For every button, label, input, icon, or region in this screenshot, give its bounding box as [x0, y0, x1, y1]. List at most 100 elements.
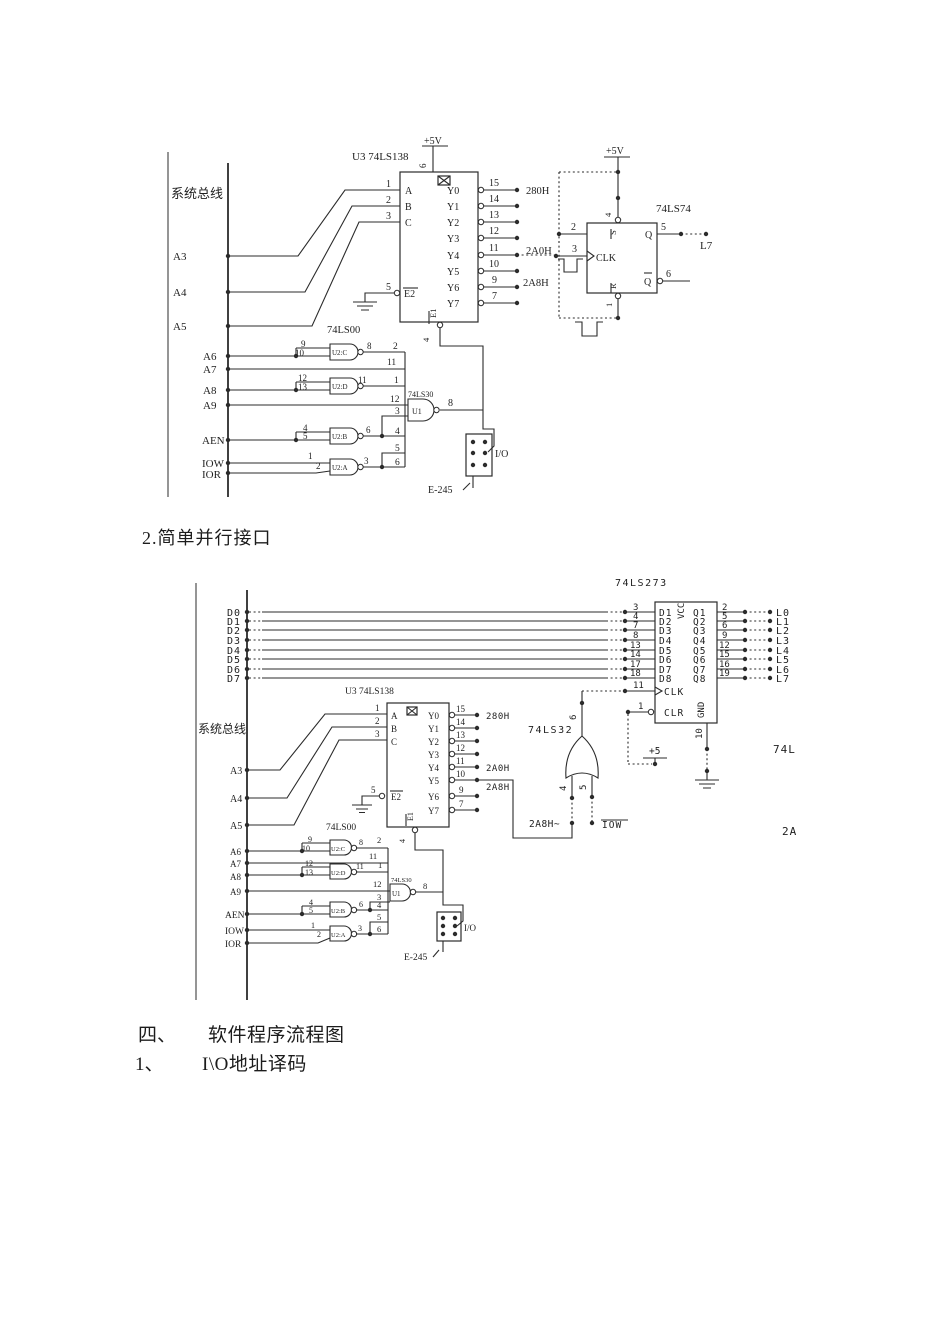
heading-section-2: 2.简单并行接口 [142, 528, 272, 548]
label-4: 4 [633, 612, 638, 622]
label-e1: E1 [406, 812, 415, 821]
junction-dot [244, 618, 250, 624]
junction-dot [482, 450, 488, 456]
label-10: 10 [295, 348, 305, 358]
inverter-bubble [448, 776, 456, 784]
label-280h: 280H [526, 186, 550, 197]
junction-dot [452, 923, 458, 929]
inverter-bubble [357, 463, 364, 471]
junction-dot [514, 300, 520, 306]
label-aen: AEN [225, 911, 245, 921]
junction-dot [244, 848, 250, 854]
junction-dot [589, 820, 595, 826]
inverter-bubble [448, 792, 456, 800]
label-y3: Y3 [447, 234, 459, 245]
junction-dot [767, 656, 773, 662]
label-13: 13 [489, 210, 499, 221]
label-74ls00: 74LS00 [326, 823, 356, 833]
label-5: 5 [661, 222, 666, 233]
junction-dot [767, 675, 773, 681]
label-y6: Y6 [447, 283, 459, 294]
label-a6: A6 [230, 847, 241, 857]
label-clr: CLR [664, 708, 684, 719]
label-d1: D1 [227, 617, 241, 628]
junction-dot [299, 872, 305, 878]
label-clk: CLK [664, 687, 684, 698]
label-d4: D4 [227, 646, 241, 657]
inverter-bubble [448, 724, 456, 732]
junction-dot [482, 439, 488, 445]
label-a8: A8 [203, 385, 217, 397]
junction-dot [244, 795, 250, 801]
label-6: 6 [418, 163, 428, 168]
chip-74ls138-2-box [386, 702, 450, 828]
label-u2-d: U2:D [331, 870, 346, 877]
label-13: 13 [630, 641, 641, 651]
wire [406, 706, 418, 716]
label-14: 14 [630, 650, 641, 660]
inverter-bubble [614, 292, 622, 300]
label-13: 13 [456, 730, 466, 740]
label-2: 2 [571, 222, 576, 233]
label-4: 4 [309, 898, 313, 907]
junction-dot [293, 437, 299, 443]
label-y7: Y7 [447, 299, 459, 310]
inverter-bubble [448, 806, 456, 814]
label-15: 15 [489, 178, 499, 189]
label-ior: IOR [225, 940, 242, 950]
inverter-bubble [656, 277, 664, 285]
inverter-bubble [378, 792, 386, 800]
label-9: 9 [459, 785, 464, 795]
label-l0: L0 [776, 608, 790, 619]
label-74ls74: 74LS74 [656, 203, 691, 215]
label-e-245: E-245 [428, 485, 452, 496]
junction-dot [244, 888, 250, 894]
label-q8: Q8 [693, 674, 706, 685]
label-y3: Y3 [428, 750, 439, 760]
label-d6: D6 [659, 655, 672, 666]
wire [228, 470, 331, 474]
junction-dot [244, 609, 250, 615]
label-6: 6 [395, 458, 400, 468]
label-12: 12 [489, 226, 499, 237]
inverter-bubble [477, 202, 485, 210]
label-e-245: E-245 [404, 953, 427, 963]
label-74ls30: 74LS30 [391, 877, 412, 884]
wire [228, 205, 400, 293]
inverter-bubble [477, 267, 485, 275]
label-y7: Y7 [428, 806, 439, 816]
label-2: 2 [377, 835, 381, 845]
label-q: Q [644, 277, 652, 288]
label-d0: D0 [227, 608, 241, 619]
label-u2-c: U2:C [332, 349, 348, 357]
junction-dot [474, 738, 480, 744]
inverter-bubble [350, 930, 358, 938]
label-y4: Y4 [428, 763, 439, 773]
inverter-bubble [448, 750, 456, 758]
junction-dot [293, 353, 299, 359]
junction-dot [244, 940, 250, 946]
junction-dot [514, 219, 520, 225]
label-17: 17 [630, 660, 641, 670]
label-gnd: GND [697, 702, 707, 718]
label-5: 5 [309, 906, 313, 915]
wire [361, 795, 379, 805]
label-9: 9 [301, 339, 306, 349]
label-11: 11 [633, 681, 644, 691]
label-y0: Y0 [428, 711, 439, 721]
label-u1: U1 [392, 890, 401, 898]
junction-dot [244, 647, 250, 653]
inverter-bubble [614, 216, 622, 224]
junction-dot [615, 315, 621, 321]
inverter-bubble [409, 888, 417, 896]
junction-dot [474, 712, 480, 718]
label-u2-c: U2:C [331, 846, 345, 853]
label-y5: Y5 [428, 776, 439, 786]
label-b: B [391, 724, 397, 734]
label-10: 10 [695, 728, 705, 739]
label-e2: E2 [404, 289, 415, 300]
label-13: 13 [298, 382, 308, 392]
junction-dot [474, 777, 480, 783]
label-y1: Y1 [428, 724, 439, 734]
label-280h: 280H [486, 712, 510, 722]
